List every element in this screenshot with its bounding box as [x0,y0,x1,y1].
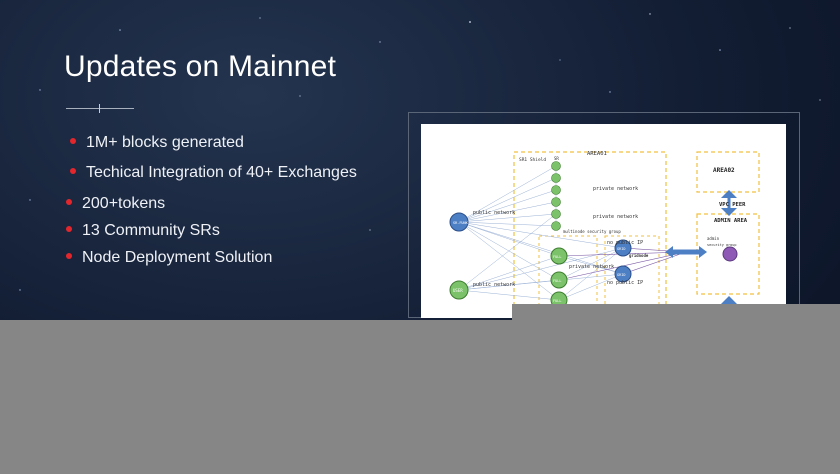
area01-label: AREA01 [587,151,607,157]
sr-shield-label: SR1 Shield [519,157,546,163]
vpc-right-arrow-icon [699,246,707,258]
full-node-label: FULL [553,279,561,283]
admin-label: admin [707,236,720,241]
title-divider-tick [99,104,100,113]
security-group-label: security group [707,243,737,247]
full-node-label: FULL [553,255,561,259]
bullet-text: 1M+ blocks generated [86,134,244,151]
vpc-left-arrow-icon [665,246,673,258]
bullet-text: Node Deployment Solution [82,249,273,266]
gray-overlay-notch [512,304,840,322]
full-node-icon [550,271,568,289]
no-public-ip-label: no public IP [607,280,643,286]
private-network-label: private network [593,214,638,220]
bullet-item: 1M+ blocks generated [70,134,244,152]
grid-node-label: GRID [617,273,625,277]
overlay-edge-marks: ' '' ' [494,302,507,317]
multinode-group-box [538,235,598,318]
sr-node-label: SR [554,156,559,161]
gridnode-label: gridnode [629,253,649,258]
bullet-dot-icon [70,167,76,174]
bastion-node-label: SR-FUNK [453,221,469,225]
admin-node-icon [722,246,738,262]
slide-title: Updates on Mainnet [64,50,337,83]
gray-overlay [0,320,840,474]
connection-lines [458,165,624,301]
bullet-item: 200+tokens [66,195,165,213]
vpc-peer-arrow-icon [721,208,737,216]
vpc-peer-arrow-up-icon [721,190,737,198]
grid-node-icon [614,265,632,283]
public-network-label: public network [473,210,515,216]
network-diagram: AREA01 AREA02 SR1 Shield public network … [421,124,786,318]
no-public-ip-label: no public IP [607,240,643,246]
admin-area-label: ADMIN AREA [714,218,748,224]
bullet-item: 13 Community SRs [66,222,220,240]
full-node-icon [550,247,568,265]
sr-bastion-node-icon [449,212,469,232]
network-diagram-svg: AREA01 AREA02 SR1 Shield public network … [449,151,760,318]
grid-node-label: GRID [617,247,625,251]
private-network-label: private network [593,186,638,192]
bullet-item: Techical Integration of 40+ Exchanges [70,164,357,182]
grid-node-icon [614,239,632,257]
bullet-dot-icon [70,137,76,144]
bullet-dot-icon [66,198,72,205]
bullet-text: 13 Community SRs [82,222,220,239]
user-node-label: USER [453,288,463,293]
bullet-text: Techical Integration of 40+ Exchanges [86,164,357,181]
bullet-item: Node Deployment Solution [66,249,272,267]
sr-node-column [551,161,561,231]
private-network-label: private network [569,264,614,270]
bullet-dot-icon [66,225,72,232]
user-node-icon [449,280,469,300]
multinode-group-label: multinode security group [563,229,621,234]
bullet-text: 200+tokens [82,195,166,212]
public-network-label: public network [473,282,515,288]
full-node-label: FULL [553,299,561,303]
area02-label: AREA02 [713,167,735,174]
title-divider [66,108,134,109]
vpc-peer-label: VPC PEER [719,202,746,208]
bullet-dot-icon [66,252,72,259]
